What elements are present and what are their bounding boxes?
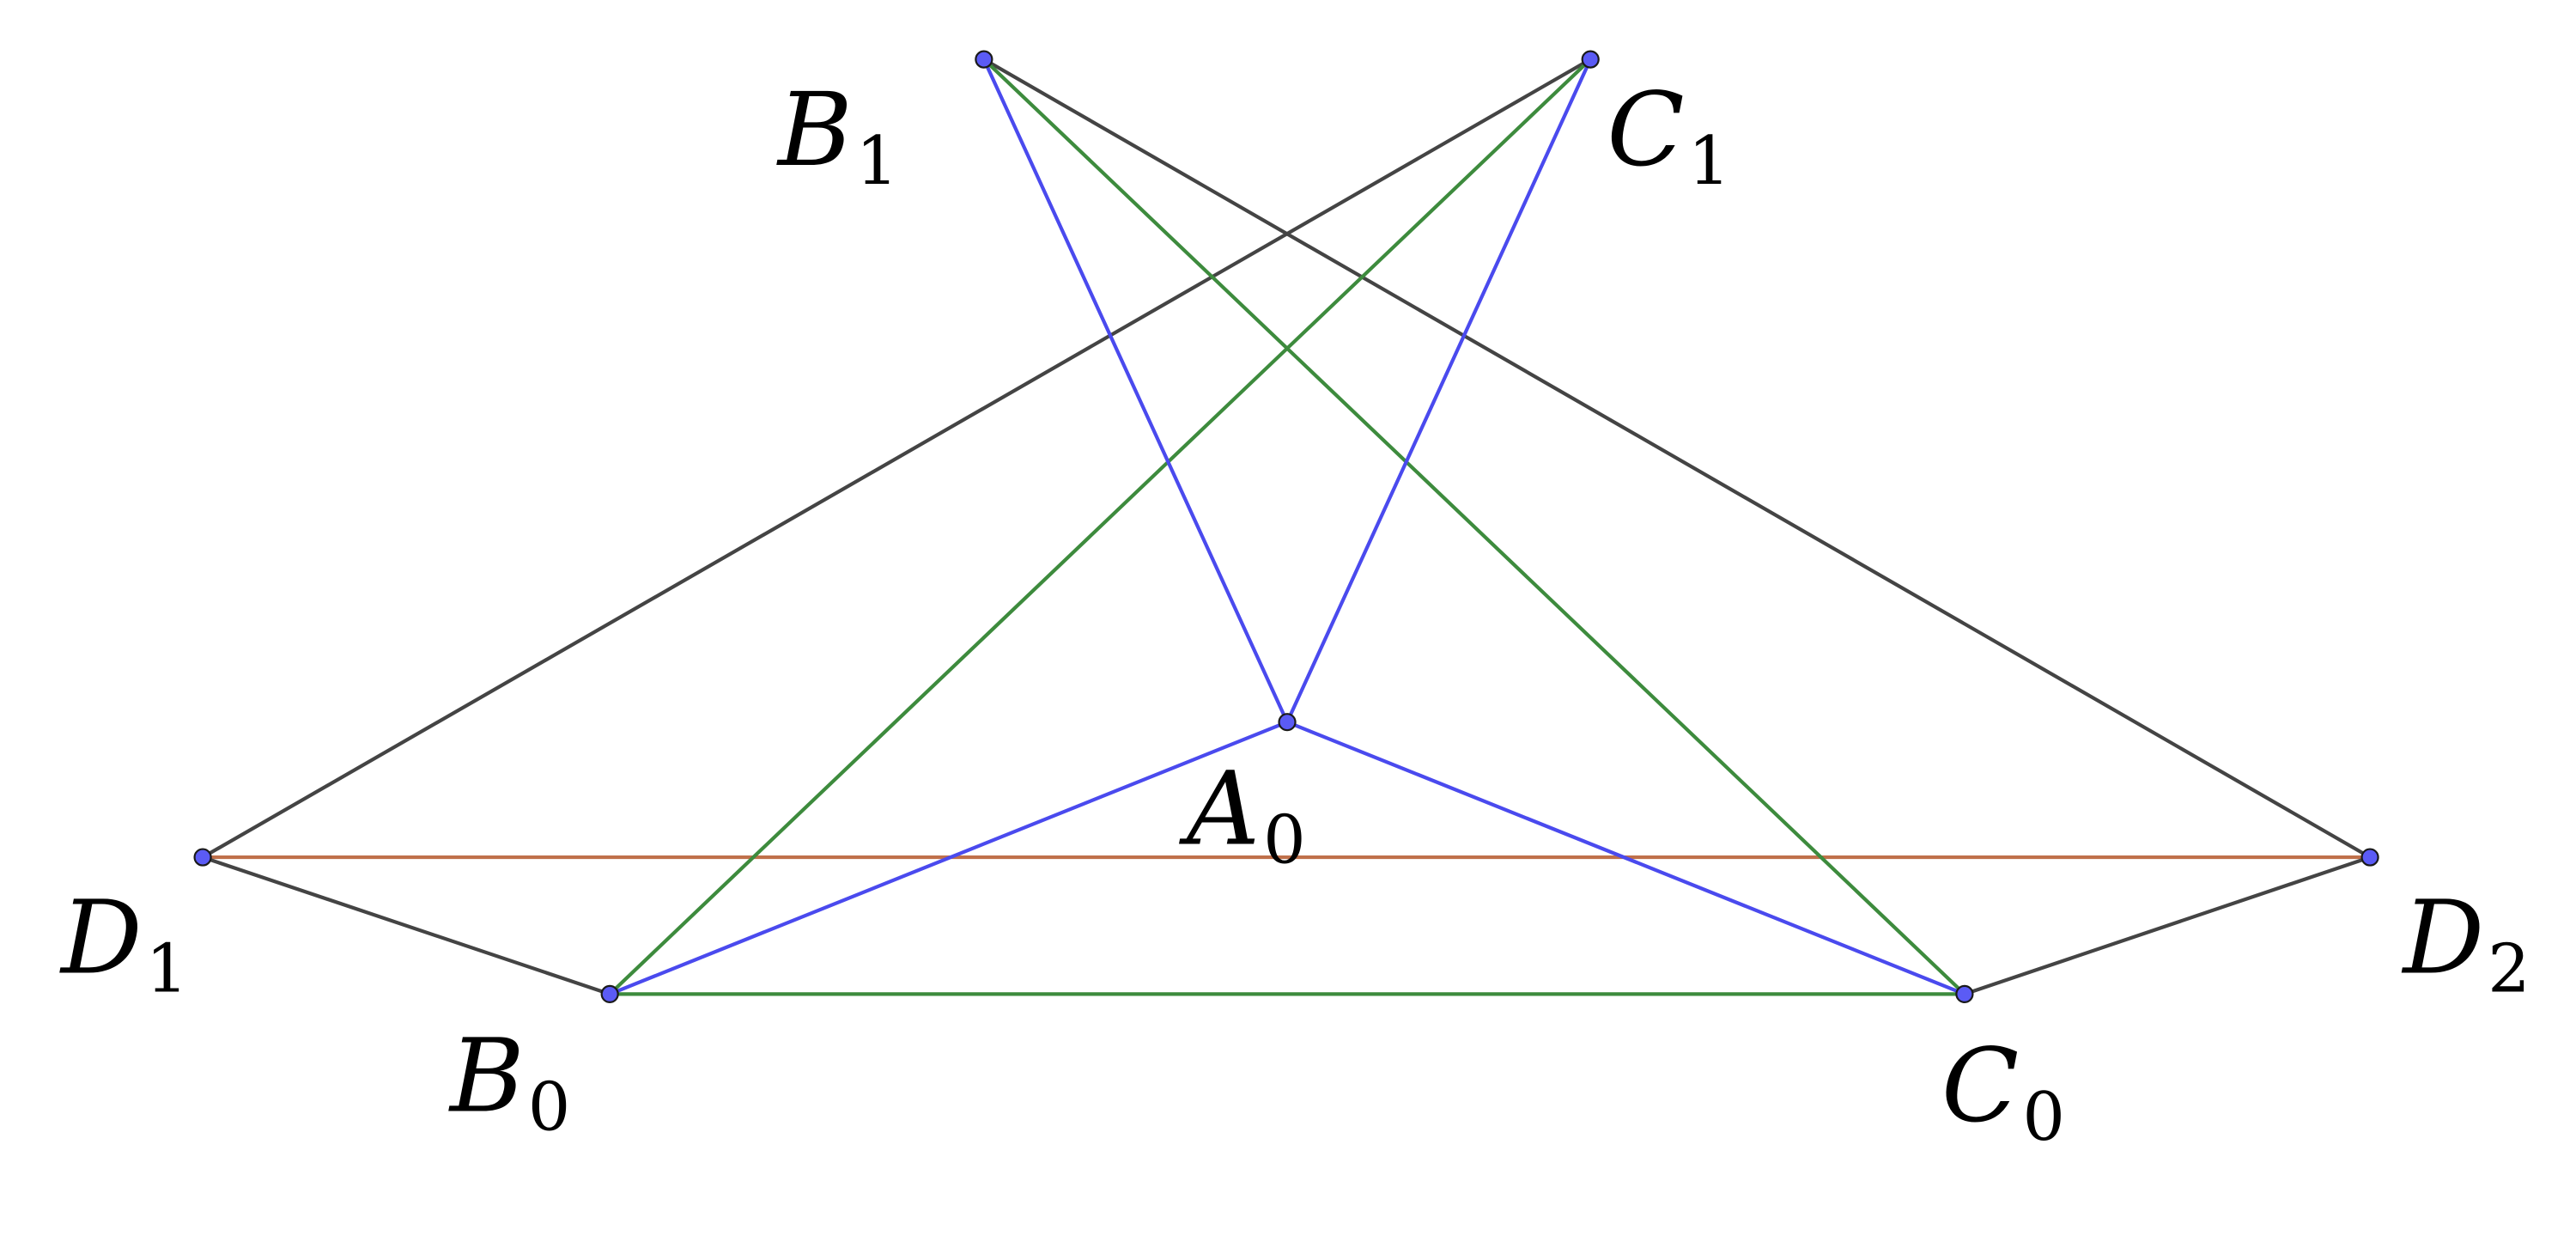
- label-subscript: 0: [2022, 1079, 2065, 1156]
- label-subscript: 2: [2488, 930, 2530, 1007]
- label-b1: B1: [776, 70, 898, 200]
- label-letter: B: [448, 1017, 525, 1135]
- segment-b1-d2: [981, 57, 2372, 860]
- point-d1: [193, 848, 212, 867]
- label-subscript: 1: [146, 930, 189, 1007]
- label-a0: A0: [1179, 750, 1306, 880]
- segment-a0-c0: [1285, 720, 1967, 996]
- label-c0: C0: [1941, 1026, 2065, 1156]
- point-c1: [1581, 50, 1600, 69]
- segments-layer: [200, 57, 2372, 996]
- point-a0: [1278, 713, 1297, 732]
- label-letter: B: [776, 70, 853, 189]
- point-b1: [975, 50, 993, 69]
- label-subscript: 1: [856, 123, 899, 200]
- label-subscript: 1: [1688, 123, 1731, 200]
- segment-b1-a0: [981, 57, 1290, 724]
- segment-a0-b0: [608, 720, 1290, 996]
- points-layer: [193, 50, 2379, 1003]
- label-letter: A: [1179, 750, 1260, 868]
- segment-b1-c0: [981, 57, 1967, 996]
- label-subscript: 0: [528, 1069, 571, 1147]
- point-d2: [2360, 848, 2379, 867]
- segment-d1-b0: [200, 855, 612, 996]
- segment-c0-d2: [1962, 855, 2372, 996]
- label-letter: C: [1941, 1026, 2019, 1145]
- point-b0: [600, 984, 619, 1003]
- label-subscript: 0: [1263, 802, 1306, 880]
- label-d2: D2: [2401, 878, 2530, 1007]
- label-d1: D1: [59, 878, 188, 1007]
- segment-b0-c1: [608, 57, 1593, 996]
- label-letter: D: [59, 878, 143, 996]
- point-c0: [1955, 984, 1974, 1003]
- segment-c1-a0: [1285, 57, 1593, 724]
- label-b0: B0: [448, 1017, 570, 1147]
- label-c1: C1: [1607, 70, 1730, 200]
- label-letter: C: [1607, 70, 1684, 189]
- segment-d1-c1: [200, 57, 1593, 860]
- label-letter: D: [2401, 878, 2484, 996]
